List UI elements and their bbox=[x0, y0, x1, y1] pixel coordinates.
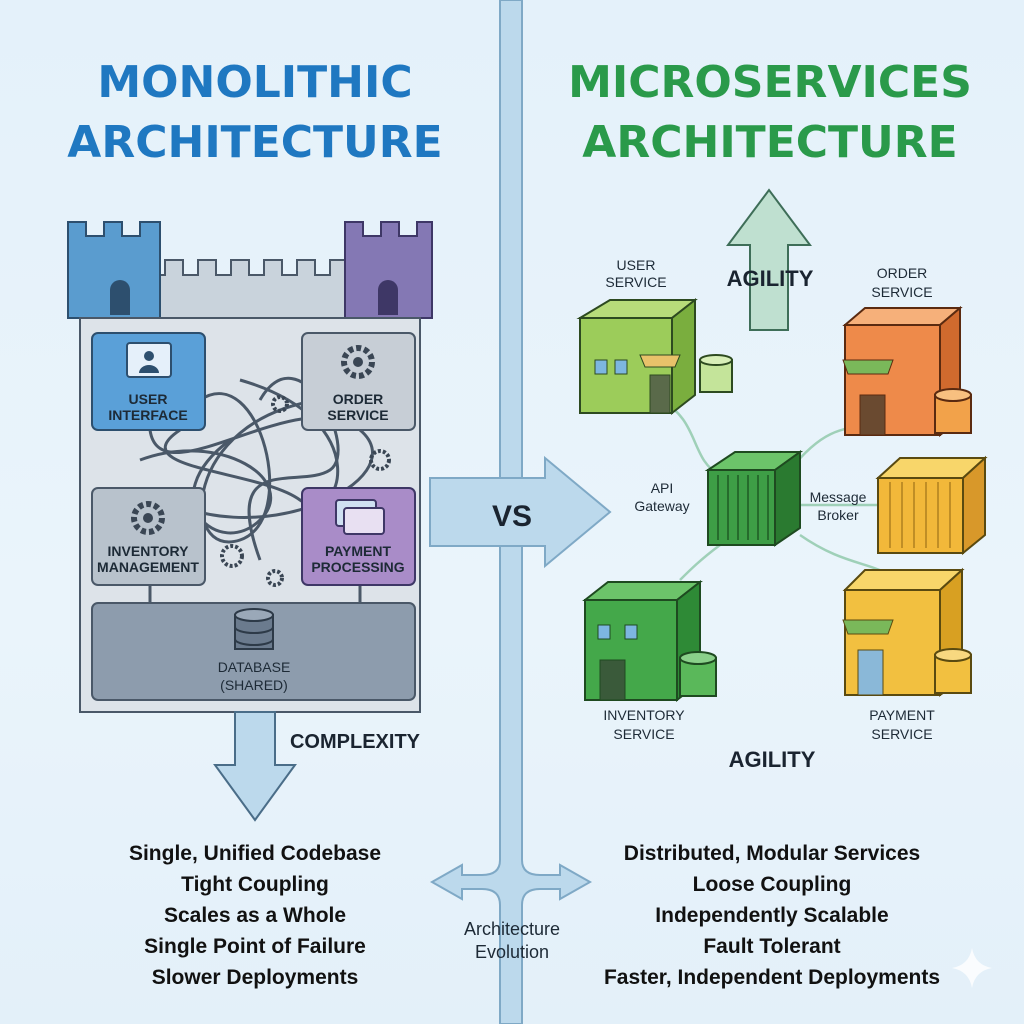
micro-characteristics: Distributed, Modular Services Loose Coup… bbox=[604, 842, 940, 989]
right-services-order-1: SERVICE bbox=[871, 284, 932, 300]
right-services-order-0: ORDER bbox=[877, 265, 928, 281]
payment-service-building: PAYMENT SERVICE bbox=[842, 567, 972, 742]
evolution-label-1: Architecture bbox=[464, 919, 560, 939]
database-icon bbox=[699, 354, 733, 393]
module-payment-processing: PAYMENT PROCESSING bbox=[301, 487, 416, 586]
left-modules-inventory-0: INVENTORY bbox=[108, 543, 190, 559]
list-item: Faster, Independent Deployments bbox=[604, 966, 940, 989]
list-item: Independently Scalable bbox=[655, 904, 888, 927]
list-item: Tight Coupling bbox=[181, 873, 329, 896]
left-modules-payment-1: PROCESSING bbox=[311, 559, 404, 575]
left-modules-database-0: DATABASE bbox=[218, 659, 291, 675]
mono-title-1: MONOLITHIC bbox=[97, 57, 412, 108]
right-services-broker-0: Message bbox=[810, 489, 867, 505]
module-order-service: ORDER SERVICE bbox=[301, 332, 416, 431]
inventory-service-building: INVENTORY SERVICE bbox=[582, 579, 717, 742]
message-broker-container: Message Broker bbox=[810, 455, 988, 556]
evolution-label-2: Evolution bbox=[475, 942, 549, 962]
api-gateway-container: API Gateway bbox=[634, 450, 804, 547]
right-services-broker-1: Broker bbox=[817, 507, 859, 523]
database-icon bbox=[234, 608, 274, 650]
agility-arrow bbox=[726, 188, 812, 331]
right-services-payment-0: PAYMENT bbox=[869, 707, 935, 723]
complexity-arrow bbox=[213, 711, 297, 822]
list-item: Distributed, Modular Services bbox=[624, 842, 920, 865]
right-services-payment-1: SERVICE bbox=[871, 726, 932, 742]
vs-label: VS bbox=[492, 500, 532, 533]
vs-arrow bbox=[429, 455, 612, 569]
left-modules-order-service-0: ORDER bbox=[333, 391, 384, 407]
left-modules-user-interface-0: USER bbox=[129, 391, 168, 407]
list-item: Scales as a Whole bbox=[164, 904, 346, 927]
module-user-interface: USER INTERFACE bbox=[91, 332, 206, 431]
list-item: Fault Tolerant bbox=[703, 935, 840, 958]
database-icon bbox=[934, 388, 972, 434]
right-services-inventory-0: INVENTORY bbox=[603, 707, 685, 723]
left-modules-order-service-1: SERVICE bbox=[327, 407, 388, 423]
gear-icon bbox=[131, 501, 165, 535]
user-service-building: USER SERVICE bbox=[576, 257, 733, 416]
gear-icons-small bbox=[220, 395, 391, 587]
mono-characteristics: Single, Unified Codebase Tight Coupling … bbox=[129, 842, 381, 989]
list-item: Single, Unified Codebase bbox=[129, 842, 381, 865]
left-modules-user-interface-1: INTERFACE bbox=[108, 407, 187, 423]
complexity-label: COMPLEXITY bbox=[290, 731, 421, 753]
order-service-building: ORDER SERVICE bbox=[842, 265, 972, 437]
module-inventory-management: INVENTORY MANAGEMENT bbox=[91, 487, 206, 586]
list-item: Slower Deployments bbox=[152, 966, 359, 989]
right-services-inventory-1: SERVICE bbox=[613, 726, 674, 742]
list-item: Loose Coupling bbox=[693, 873, 852, 896]
right-services-gateway-0: API bbox=[651, 480, 674, 496]
agility-arrow-label: AGILITY bbox=[727, 266, 814, 291]
agility-label: AGILITY bbox=[729, 747, 816, 772]
gear-icon bbox=[341, 345, 375, 379]
right-services-user-1: SERVICE bbox=[605, 274, 666, 290]
mono-title-2: ARCHITECTURE bbox=[67, 117, 442, 168]
shared-database: DATABASE (SHARED) bbox=[91, 602, 416, 701]
left-modules-inventory-1: MANAGEMENT bbox=[97, 559, 199, 575]
sparkle-icon bbox=[952, 948, 992, 988]
left-modules-payment-0: PAYMENT bbox=[325, 543, 392, 559]
database-icon bbox=[934, 648, 972, 694]
micro-title-2: ARCHITECTURE bbox=[582, 117, 957, 168]
left-modules-database-1: (SHARED) bbox=[220, 677, 288, 693]
list-item: Single Point of Failure bbox=[144, 935, 366, 958]
right-services-user-0: USER bbox=[617, 257, 656, 273]
micro-title-1: MICROSERVICES bbox=[568, 57, 972, 108]
database-icon bbox=[679, 651, 717, 697]
right-services-gateway-1: Gateway bbox=[634, 498, 689, 514]
